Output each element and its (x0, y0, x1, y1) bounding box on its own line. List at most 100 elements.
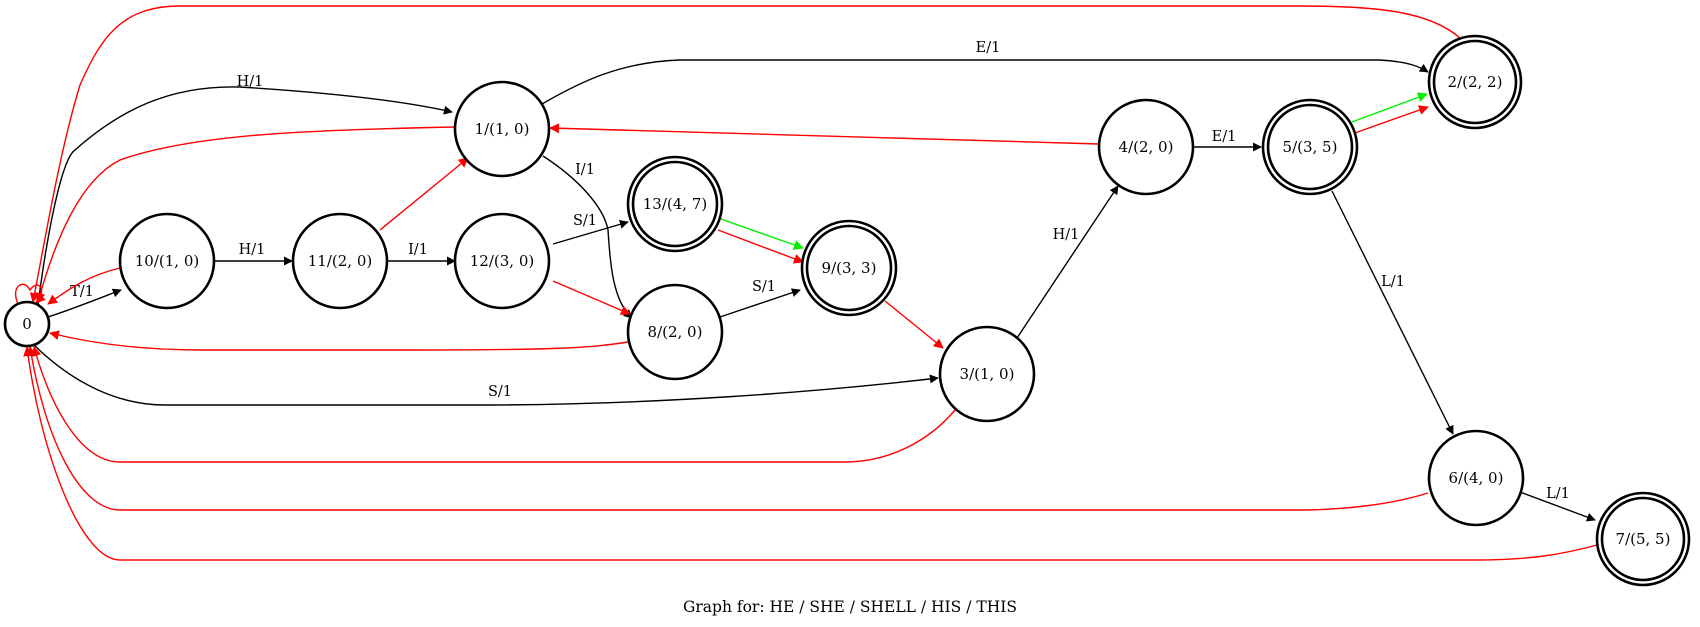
edge-label: E/1 (976, 40, 1001, 56)
state-circle (3, 300, 51, 348)
state-circle (291, 212, 389, 310)
goto-edge-line (1519, 491, 1596, 522)
edge-e-0-1: H/1 (37, 74, 453, 306)
edge-label: S/1 (752, 279, 776, 295)
failure-edge-line (884, 300, 944, 349)
state-label: 3/(1, 0) (960, 365, 1015, 383)
edge-e-10-11: H/1 (214, 242, 293, 266)
state-label: 9/(3, 3) (822, 259, 877, 277)
edge-label: S/1 (573, 213, 597, 229)
edge-e-0-3: S/1 (33, 344, 939, 406)
state-node-n2: 2/(2, 2) (1427, 34, 1523, 130)
edge-label: H/1 (239, 242, 266, 258)
state-node-n3: 3/(1, 0) (938, 325, 1036, 423)
edge-e-1-2: E/1 (541, 40, 1429, 105)
graph-caption: Graph for: HE / SHE / SHELL / HIS / THIS (683, 598, 1017, 616)
edge-label: I/1 (408, 242, 428, 258)
state-label: 10/(1, 0) (135, 252, 199, 270)
state-node-n5: 5/(3, 5) (1261, 98, 1359, 196)
edge-e-8-9: S/1 (719, 279, 801, 318)
edge-label: L/1 (1381, 274, 1405, 290)
failure-edge-line (31, 346, 956, 463)
edge-f-2-0 (29, 5, 1461, 303)
edge-e-11-12: I/1 (387, 242, 456, 266)
state-node-n13: 13/(4, 7) (626, 155, 724, 253)
edge-label: S/1 (488, 384, 512, 400)
edge-f-8-0 (49, 330, 629, 351)
final-state-inner-ring (1600, 496, 1686, 582)
final-state-inner-ring (631, 160, 719, 248)
edge-e-3-4: H/1 (1016, 185, 1119, 339)
state-circle (626, 283, 724, 381)
state-node-n4: 4/(2, 0) (1097, 98, 1195, 196)
state-label: 8/(2, 0) (648, 323, 703, 341)
failure-edge-line (717, 229, 804, 264)
failure-edge-line (47, 267, 121, 305)
goto-edge-line (1016, 185, 1119, 339)
edge-label: T/1 (70, 284, 94, 300)
edge-f-4-1 (549, 123, 1100, 145)
edge-f-3-0 (31, 346, 956, 463)
state-label: 2/(2, 2) (1448, 73, 1503, 91)
state-label: 0 (22, 315, 32, 333)
output-edge-line (717, 217, 804, 250)
state-label: 4/(2, 0) (1119, 138, 1174, 156)
state-node-n8: 8/(2, 0) (626, 283, 724, 381)
failure-edge-line (552, 280, 631, 316)
state-circle (118, 212, 216, 310)
edge-f-6-0 (26, 346, 1429, 511)
goto-edge-line (541, 59, 1429, 105)
state-node-n7: 7/(5, 5) (1595, 491, 1691, 587)
edge-e-6-7: L/1 (1519, 486, 1596, 522)
edge-e-1-8: I/1 (542, 155, 633, 319)
edge-e-0-10: T/1 (47, 284, 122, 318)
edge-e-13-9o (717, 217, 804, 250)
goto-edge-line (33, 344, 939, 406)
goto-edge-line (719, 288, 801, 318)
state-label: 11/(2, 0) (308, 252, 372, 270)
failure-edge-line (549, 123, 1100, 145)
edge-f-1-0 (35, 126, 456, 303)
edge-f-11-1 (379, 157, 469, 231)
state-node-n0: 0 (3, 300, 51, 348)
failure-edge-line (29, 5, 1461, 303)
edge-label: H/1 (237, 74, 264, 90)
state-circle (938, 325, 1036, 423)
edge-e-5-2o (1351, 92, 1428, 123)
state-node-n9: 9/(3, 3) (800, 219, 898, 317)
goto-edge-line (37, 86, 453, 306)
state-label: 5/(3, 5) (1283, 138, 1338, 156)
final-state-inner-ring (805, 224, 893, 312)
state-circle (453, 80, 551, 178)
edge-f-10-0 (47, 267, 121, 305)
goto-edge-line (1331, 190, 1454, 435)
failure-edge-line (35, 126, 456, 303)
failure-edge-line (23, 346, 1598, 561)
nodes-layer: 0 1/(1, 0) 2/(2, 2) 3/(1, 0) 4/(2, 0) 5/(3, 5… (3, 34, 1691, 587)
edge-label: I/1 (575, 162, 595, 178)
output-edge-line (1351, 92, 1428, 123)
goto-edge-line (47, 288, 122, 318)
edge-e-4-5: E/1 (1193, 129, 1262, 152)
edge-e-12-13: S/1 (552, 213, 629, 245)
failure-edge-line (26, 346, 1429, 511)
failure-edge-line (379, 157, 469, 231)
state-label: 6/(4, 0) (1449, 469, 1504, 487)
goto-edge-line (552, 219, 629, 245)
edge-label: E/1 (1212, 129, 1237, 145)
failure-edge-line (1351, 105, 1429, 135)
final-state-inner-ring (1432, 39, 1518, 125)
edge-f-12-8 (552, 280, 631, 316)
state-node-n10: 10/(1, 0) (118, 212, 216, 310)
state-circle (1427, 429, 1525, 527)
edge-f-5-2 (1351, 105, 1429, 135)
goto-edge-line (542, 155, 633, 319)
state-label: 13/(4, 7) (643, 195, 707, 213)
state-node-n11: 11/(2, 0) (291, 212, 389, 310)
edge-f-7-0 (23, 346, 1598, 561)
state-node-n6: 6/(4, 0) (1427, 429, 1525, 527)
state-label: 12/(3, 0) (470, 252, 534, 270)
state-node-n1: 1/(1, 0) (453, 80, 551, 178)
